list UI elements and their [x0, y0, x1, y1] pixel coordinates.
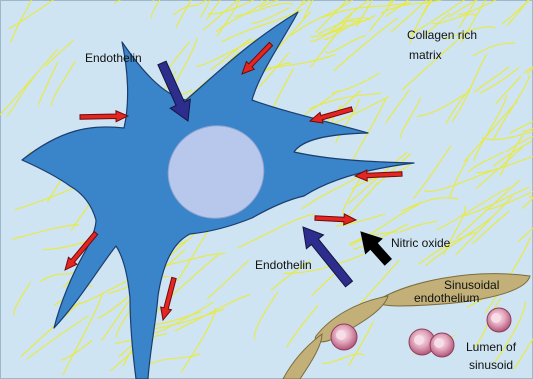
red-blood-cell-center: [434, 338, 444, 348]
label-sinusoidal-line2: endothelium: [414, 291, 479, 305]
red-blood-cell-center: [414, 335, 424, 345]
label-nitric-oxide: Nitric oxide: [391, 236, 451, 250]
label-endothelin-bottom: Endothelin: [255, 258, 312, 272]
red-blood-cell-center: [336, 330, 346, 340]
label-sinusoidal-line1: Sinusoidal: [444, 278, 499, 292]
label-collagen-line2: matrix: [409, 48, 442, 62]
red-blood-cell-center: [491, 313, 501, 323]
label-endothelin-top: Endothelin: [85, 51, 142, 65]
label-lumen-line2: sinusoid: [469, 358, 513, 372]
label-lumen-line1: Lumen of: [466, 340, 517, 354]
label-collagen-line1: Collagen rich: [407, 28, 477, 42]
